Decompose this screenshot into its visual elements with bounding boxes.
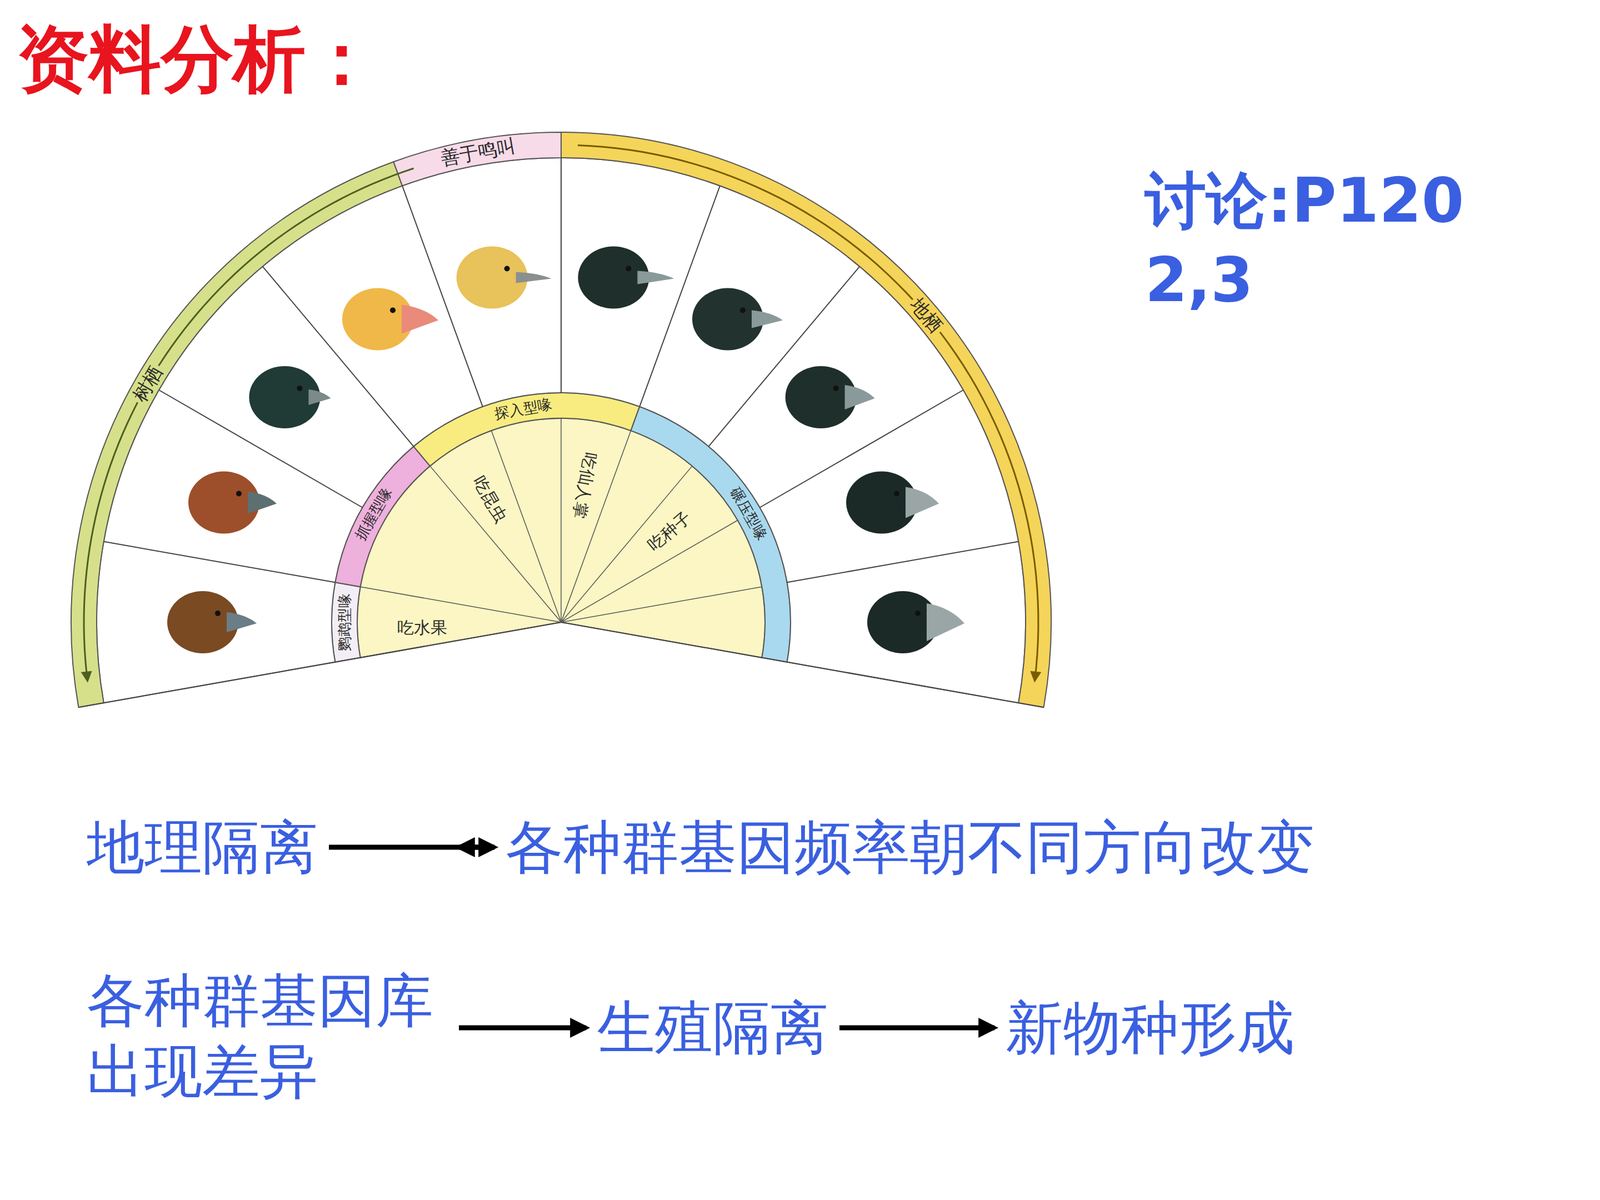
flow-step: 地理隔离: [75, 804, 329, 891]
finch-eye: [893, 491, 900, 497]
finch-beak: [905, 487, 939, 519]
flow-arrow: [458, 1025, 587, 1031]
finch-head: [342, 287, 439, 350]
finch-beak: [845, 385, 875, 410]
finch-eye: [833, 385, 839, 392]
finch-beak: [637, 271, 674, 285]
radial-line: [561, 430, 632, 623]
finch-head: [785, 366, 875, 429]
figure-label: 树栖: [128, 360, 168, 408]
finch-eye: [625, 266, 632, 272]
step-text: 地理隔离: [86, 812, 318, 883]
finch-eye: [390, 307, 396, 313]
habit-band: [561, 132, 1052, 708]
figure-label: 地栖: [905, 292, 948, 339]
radial-line: [360, 586, 562, 623]
radial-line: [561, 586, 762, 623]
flow-step: 各种群基因频率朝不同方向改变: [494, 804, 1326, 891]
bird-ring: [96, 157, 1026, 703]
finch-head: [456, 246, 552, 309]
radial-line: [430, 466, 562, 623]
habit-band: [393, 132, 562, 186]
finch-beak: [247, 491, 277, 514]
finch-beak: [926, 603, 965, 642]
figure-label: 吃昆虫: [468, 471, 513, 528]
figure-label: 碾压型喙: [726, 482, 772, 545]
flow-arrow: [839, 1025, 995, 1031]
figure-label: 抓握型喙: [351, 482, 397, 545]
beak-type-band: [331, 582, 361, 662]
figure-label: 鹦鹉型喙: [336, 591, 353, 654]
fan-edge: [561, 622, 1044, 708]
figure-label: 吃仙人掌: [570, 448, 601, 523]
sector-divider: [787, 541, 1019, 583]
band-arrow: [577, 145, 1039, 681]
flow-arrow: [458, 845, 495, 850]
sector-divider: [560, 157, 562, 393]
finch-head: [577, 246, 674, 309]
finch-beak: [401, 304, 439, 334]
step-text: 生殖隔离: [597, 992, 829, 1064]
finch-eye: [915, 610, 921, 617]
step-text: 各种群基因频率朝不同方向改变: [505, 812, 1315, 883]
radial-line: [491, 430, 562, 623]
finch-beak: [308, 389, 331, 405]
title: 资料分析：: [16, 15, 378, 103]
flow-step: 各种群基因库出现差异: [75, 957, 459, 1115]
band-arrow: [83, 168, 414, 681]
finch-beak: [516, 272, 552, 284]
radial-line: [560, 418, 562, 623]
flow-step: 新物种形成: [994, 985, 1306, 1072]
finch-head: [692, 287, 783, 350]
step-text: 各种群基因库出现差异: [86, 965, 448, 1107]
finch-eye: [740, 307, 746, 313]
figure-label: 探入型喙: [491, 395, 556, 423]
finch-head: [167, 591, 257, 654]
finch-beak: [751, 310, 783, 328]
finch-beak: [226, 612, 257, 633]
habit-band: [71, 161, 403, 708]
step-text: 新物种形成: [1005, 992, 1295, 1064]
flow-step: 生殖隔离: [586, 985, 840, 1072]
fan-edge: [78, 622, 562, 708]
finch-head: [248, 366, 331, 429]
finch-head: [867, 591, 965, 654]
sector-divider: [103, 541, 336, 583]
discussion-note: 讨论:P120 2,3: [1142, 161, 1503, 320]
finch-head: [846, 471, 939, 534]
figure-label: 吃水果: [395, 617, 450, 637]
finch-head: [188, 471, 277, 534]
flow-arrow: [328, 845, 495, 850]
finch-eye: [296, 385, 303, 392]
finch-eye: [215, 610, 221, 617]
finch-eye: [236, 491, 242, 497]
fan-group: [71, 132, 1052, 708]
finch-eye: [504, 266, 510, 272]
figure-label: 善于鸣叫: [437, 135, 520, 170]
figure-label: 吃种子: [642, 506, 697, 556]
